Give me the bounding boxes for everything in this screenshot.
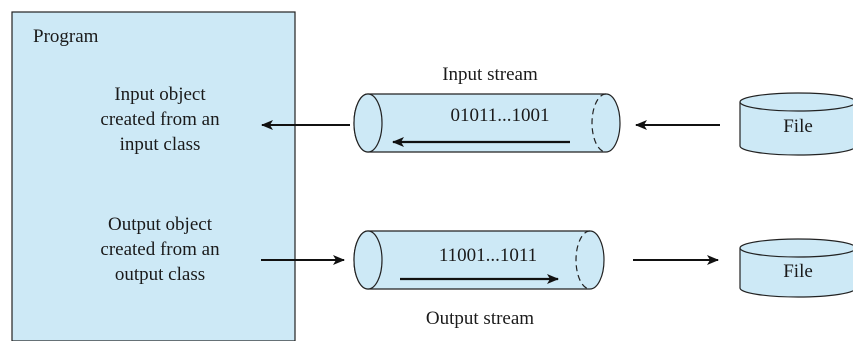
output-file-cylinder xyxy=(739,238,853,298)
input-stream-label: Input stream xyxy=(442,64,538,85)
program-box xyxy=(11,11,296,341)
input-stream-cylinder xyxy=(353,93,621,153)
input-stream-bits: 01011...1001 xyxy=(450,105,550,126)
output-file-body xyxy=(739,248,853,298)
input-stream-left-end xyxy=(353,93,383,153)
input-object-label: Input object created from an input class xyxy=(100,84,220,155)
input-file-label: File xyxy=(783,116,813,137)
output-file-top xyxy=(739,238,853,258)
output-stream-bits: 11001...1011 xyxy=(438,245,538,266)
input-file-top xyxy=(739,92,853,112)
input-file-body xyxy=(739,102,853,156)
output-stream-cylinder xyxy=(353,230,605,290)
program-title: Program xyxy=(33,26,99,47)
output-file-label: File xyxy=(783,261,813,282)
output-stream-left-end xyxy=(353,230,383,290)
input-file-cylinder xyxy=(739,92,853,156)
input-stream-hidden-edge xyxy=(591,93,607,153)
output-object-label: Output object created from an output cla… xyxy=(100,214,220,285)
output-stream-hidden-edge xyxy=(575,230,591,290)
output-stream-label: Output stream xyxy=(425,308,535,329)
